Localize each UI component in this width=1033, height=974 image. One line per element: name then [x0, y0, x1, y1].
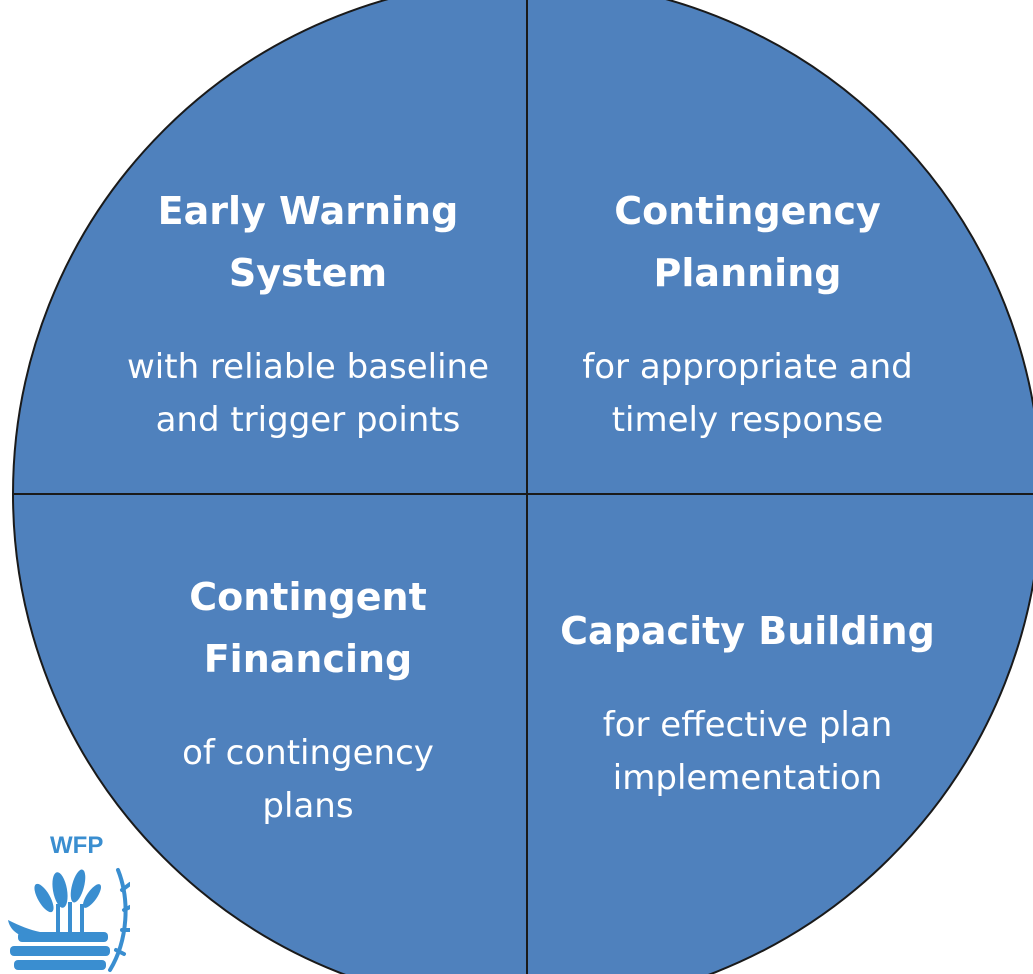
quadrant-title-line: Contingency — [614, 189, 881, 233]
quadrant-description-line: for appropriate and — [582, 347, 913, 387]
quadrant-description-line: with reliable baseline — [127, 347, 489, 387]
quadrant-description-line: implementation — [612, 758, 883, 798]
quadrant-description-line: of contingency — [182, 733, 434, 773]
quadrant-contingency-planning: Contingency Planning for appropriate and… — [520, 180, 975, 447]
wfp-wheat-hands-icon — [8, 868, 130, 972]
quadrant-description-line: for effective plan — [602, 705, 893, 745]
quadrant-title-line: Financing — [203, 637, 413, 681]
quadrant-capacity-building: Capacity Building for effective plan imp… — [520, 600, 975, 805]
quadrant-title-line: Capacity Building — [560, 609, 935, 653]
wfp-logo-text: WFP — [50, 832, 104, 859]
quadrant-description-line: timely response — [611, 400, 884, 440]
quadrant-description-line: plans — [262, 786, 354, 826]
quadrant-title-line: Contingent — [189, 575, 427, 619]
quadrant-title-line: Early Warning — [157, 189, 459, 233]
wfp-logo: WFP — [0, 832, 130, 974]
quadrant-description-line: and trigger points — [155, 400, 461, 440]
quadrant-title-line: System — [228, 251, 388, 295]
quadrant-title-line: Planning — [653, 251, 842, 295]
quadrant-contingent-financing: Contingent Financing of contingency plan… — [78, 566, 538, 833]
quadrant-early-warning: Early Warning System with reliable basel… — [78, 180, 538, 447]
